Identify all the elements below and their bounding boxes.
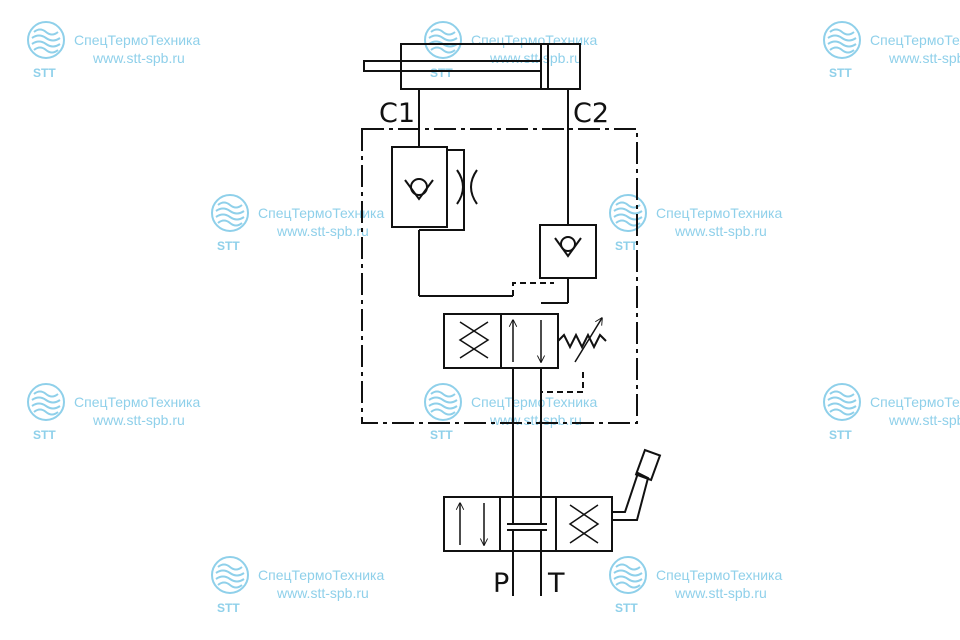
watermark-abbr: STT: [430, 428, 453, 442]
watermark-url: www.stt-spb.ru: [888, 412, 960, 428]
watermark-abbr: STT: [615, 239, 638, 253]
port-c2-label: C2: [573, 98, 609, 129]
check-valve-c1: [391, 146, 465, 231]
watermark-company: СпецТермоТехника: [656, 567, 782, 583]
watermark-mid-left: СпецТермоТехника www.stt-spb.ru STT: [211, 194, 384, 253]
watermark-bottom-left: СпецТермоТехника www.stt-spb.ru STT: [211, 556, 384, 615]
watermark-company: СпецТермоТехника: [656, 205, 782, 221]
stt-logo-icon: [609, 194, 647, 232]
manual-directional-valve: [443, 496, 613, 552]
watermark-url: www.stt-spb.ru: [276, 585, 369, 601]
watermark-company: СпецТермоТехника: [74, 394, 200, 410]
watermark-abbr: STT: [33, 66, 56, 80]
stt-logo-icon: [211, 556, 249, 594]
manual-lever-icon: [612, 448, 662, 521]
watermark-url: www.stt-spb.ru: [888, 50, 960, 66]
stt-logo-icon: [27, 383, 65, 421]
watermark-abbr: STT: [829, 428, 852, 442]
watermark-url: www.stt-spb.ru: [674, 223, 767, 239]
stt-logo-icon: [609, 556, 647, 594]
watermark-company: СпецТермоТехника: [471, 394, 597, 410]
watermark-lower-left: СпецТермоТехника www.stt-spb.ru STT: [27, 383, 200, 442]
watermark-abbr: STT: [615, 601, 638, 615]
watermark-url: www.stt-spb.ru: [92, 50, 185, 66]
port-p-label: P: [493, 568, 509, 599]
orifice-icon: [456, 169, 478, 205]
watermark-company: СпецТермоТехника: [258, 205, 384, 221]
port-c1-label: C1: [379, 98, 415, 129]
watermark-top-right: СпецТермоТехника www.stt-spb.ru STT: [823, 21, 960, 80]
watermark-company: СпецТермоТехника: [870, 32, 960, 48]
watermark-company: СпецТермоТехника: [471, 32, 597, 48]
watermark-abbr: STT: [430, 66, 453, 80]
pilot-line-upper: [512, 282, 554, 296]
circuit: C1 C2: [361, 43, 662, 599]
watermark-url: www.stt-spb.ru: [489, 412, 582, 428]
port-t-label: T: [547, 568, 565, 599]
watermark-url: www.stt-spb.ru: [276, 223, 369, 239]
watermark-url: www.stt-spb.ru: [674, 585, 767, 601]
watermarks: СпецТермоТехника www.stt-spb.ru STT Спец…: [27, 21, 960, 615]
watermark-mid-right: СпецТермоТехника www.stt-spb.ru STT: [609, 194, 782, 253]
watermark-top-left: СпецТермоТехника www.stt-spb.ru STT: [27, 21, 200, 80]
stt-logo-icon: [27, 21, 65, 59]
watermark-lower-right: СпецТермоТехника www.stt-spb.ru STT: [823, 383, 960, 442]
watermark-bottom-right: СпецТермоТехника www.stt-spb.ru STT: [609, 556, 782, 615]
watermark-company: СпецТермоТехника: [870, 394, 960, 410]
hydraulic-cylinder: [363, 43, 581, 90]
stt-logo-icon: [823, 21, 861, 59]
watermark-url: www.stt-spb.ru: [489, 50, 582, 66]
stt-logo-icon: [424, 21, 462, 59]
stt-logo-icon: [823, 383, 861, 421]
stt-logo-icon: [211, 194, 249, 232]
watermark-abbr: STT: [829, 66, 852, 80]
watermark-abbr: STT: [217, 601, 240, 615]
valve-block-boundary: [361, 128, 638, 424]
stt-logo-icon: [424, 383, 462, 421]
pilot-line-lower: [540, 368, 584, 393]
watermark-company: СпецТермоТехника: [74, 32, 200, 48]
watermark-url: www.stt-spb.ru: [92, 412, 185, 428]
check-valve-c2: [539, 224, 597, 279]
watermark-abbr: STT: [217, 239, 240, 253]
watermark-company: СпецТермоТехника: [258, 567, 384, 583]
pilot-directional-valve: [443, 313, 607, 369]
watermark-abbr: STT: [33, 428, 56, 442]
